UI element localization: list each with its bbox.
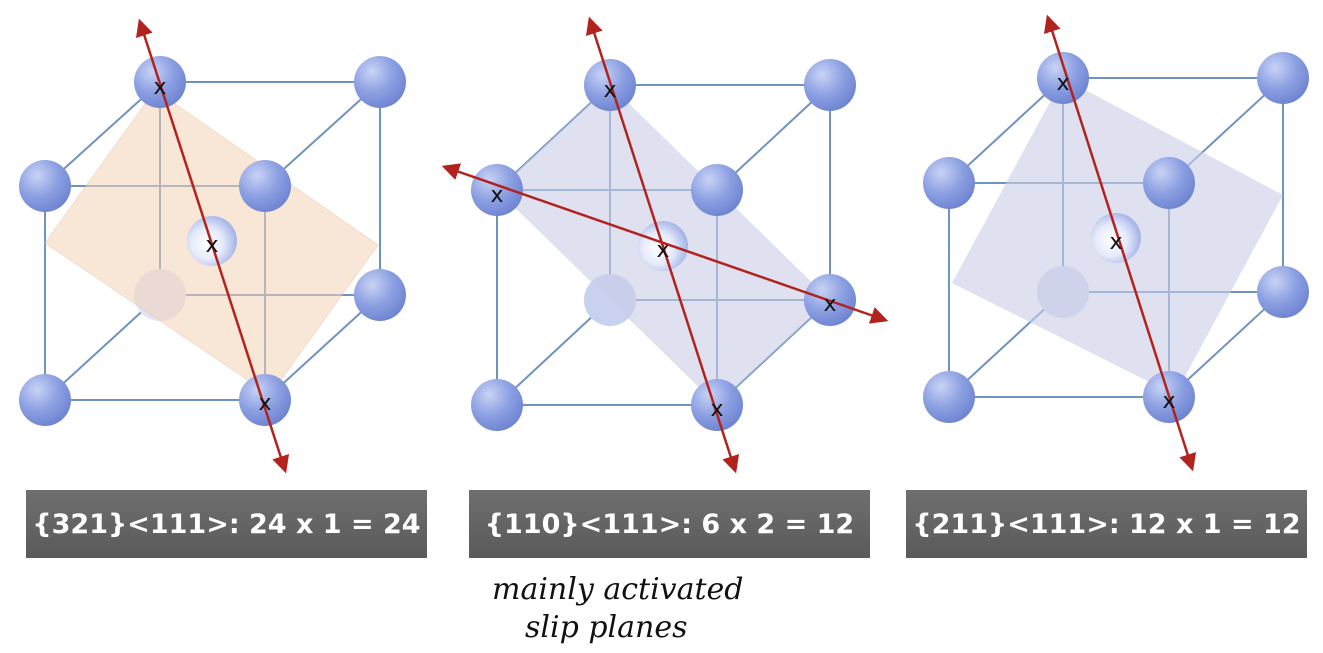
atom bbox=[1257, 52, 1309, 104]
slip-direction-arrow bbox=[1043, 14, 1197, 472]
marker-x: x bbox=[823, 292, 836, 317]
marker-x: x bbox=[1056, 71, 1069, 96]
atom bbox=[691, 164, 743, 216]
slip-system-caption-211: {211}<111>: 12 x 1 = 12 bbox=[906, 490, 1307, 558]
marker-x: x bbox=[258, 391, 271, 416]
atom bbox=[471, 379, 523, 431]
unit-cell-2: x x x x x bbox=[441, 16, 889, 474]
slip-system-caption-110: {110}<111>: 6 x 2 = 12 bbox=[469, 490, 870, 558]
unit-cell-3: x x x bbox=[923, 14, 1309, 472]
atom bbox=[1143, 157, 1195, 209]
atom bbox=[1257, 266, 1309, 318]
slip-direction-arrow bbox=[441, 163, 889, 324]
marker-x: x bbox=[490, 183, 503, 208]
atom bbox=[19, 160, 71, 212]
atom bbox=[923, 371, 975, 423]
handwritten-line-2: slip planes bbox=[525, 610, 687, 645]
marker-x: x bbox=[710, 397, 723, 422]
atom bbox=[19, 374, 71, 426]
marker-x: x bbox=[1162, 389, 1175, 414]
marker-x: x bbox=[1109, 230, 1122, 255]
marker-x: x bbox=[153, 75, 166, 100]
atom bbox=[239, 160, 291, 212]
atom bbox=[804, 59, 856, 111]
marker-x: x bbox=[205, 233, 218, 258]
unit-cell-1: x x x bbox=[19, 18, 406, 474]
slip-system-caption-321: {321}<111>: 24 x 1 = 24 bbox=[26, 490, 427, 558]
atom bbox=[354, 269, 406, 321]
handwritten-line-1: mainly activated bbox=[492, 572, 744, 607]
atom bbox=[354, 56, 406, 108]
atom bbox=[923, 157, 975, 209]
marker-x: x bbox=[656, 238, 669, 263]
marker-x: x bbox=[603, 78, 616, 103]
slip-direction-arrow bbox=[135, 18, 290, 474]
